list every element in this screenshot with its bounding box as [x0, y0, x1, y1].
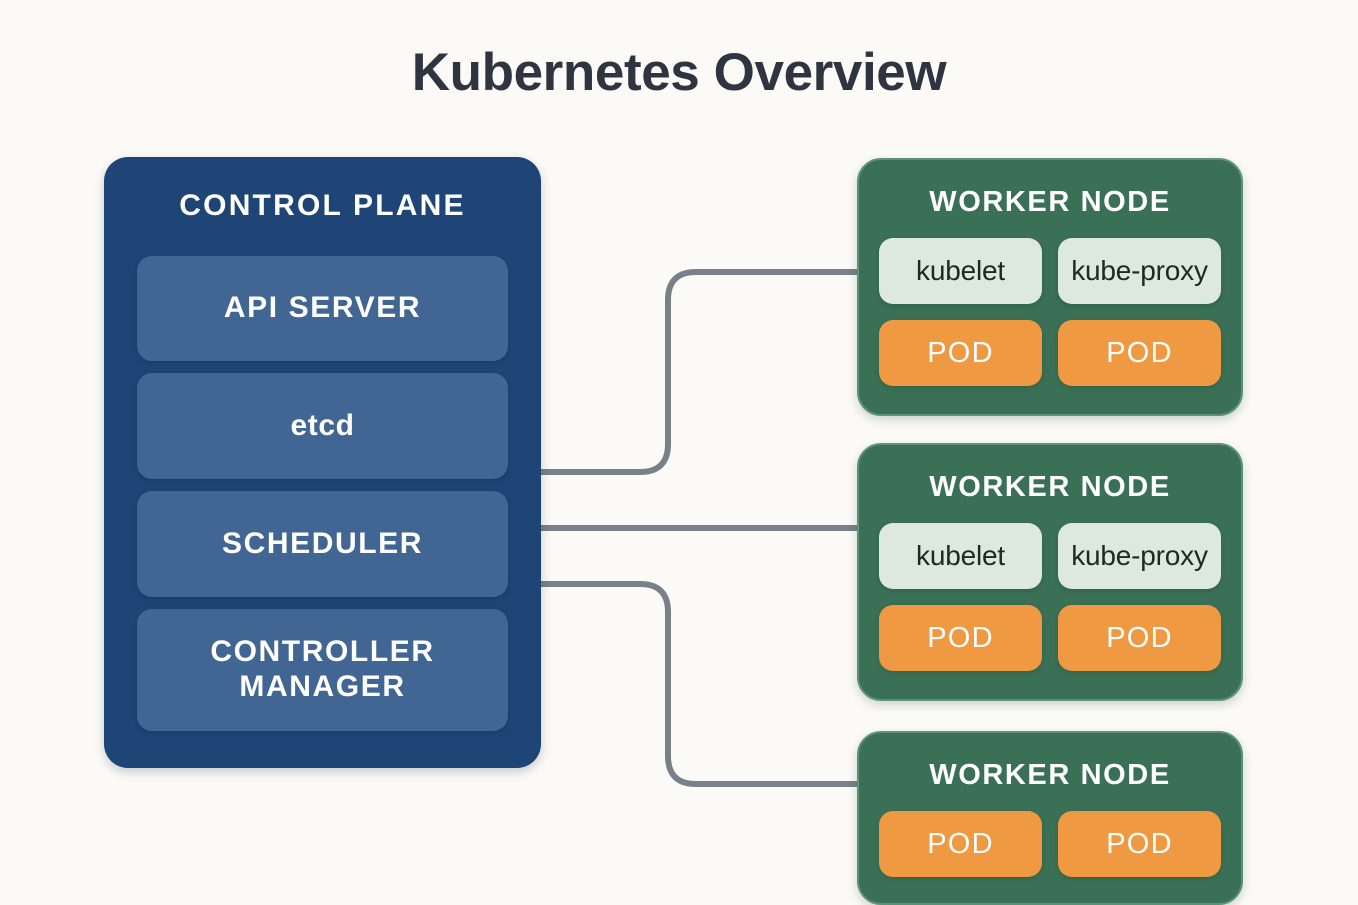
worker-node-pod[interactable]: POD	[879, 811, 1042, 877]
control-plane-item-api-server[interactable]: API SERVER	[137, 256, 508, 361]
worker-node-container[interactable]: WORKER NODE kubelet kube-proxy POD POD	[857, 158, 1243, 416]
worker-node-container[interactable]: WORKER NODE POD POD	[857, 731, 1243, 905]
worker-node-component-kube-proxy[interactable]: kube-proxy	[1058, 523, 1221, 589]
worker-node-component-kubelet[interactable]: kubelet	[879, 523, 1042, 589]
worker-node-pods-row: POD POD	[879, 605, 1221, 671]
connector-to-worker-node-0	[538, 269, 860, 475]
worker-node-pods-row: POD POD	[879, 811, 1221, 877]
worker-node-title: WORKER NODE	[929, 471, 1171, 503]
worker-node-pod[interactable]: POD	[1058, 811, 1221, 877]
pod-label: POD	[1106, 827, 1173, 860]
worker-node-component-kubelet[interactable]: kubelet	[879, 238, 1042, 304]
worker-node-pod[interactable]: POD	[1058, 605, 1221, 671]
control-plane-item-label: SCHEDULER	[221, 526, 424, 560]
pod-label: POD	[927, 621, 994, 654]
control-plane-item-controller-manager[interactable]: CONTROLLER MANAGER	[137, 609, 508, 731]
worker-node-title: WORKER NODE	[929, 186, 1171, 218]
pod-label: POD	[1106, 621, 1173, 654]
worker-node-components-row: kubelet kube-proxy	[879, 238, 1221, 304]
component-label: kube-proxy	[1071, 255, 1208, 286]
control-plane-item-label: API SERVER	[223, 291, 422, 325]
pod-label: POD	[1106, 336, 1173, 369]
pod-label: POD	[927, 336, 994, 369]
connector-to-worker-node-2	[538, 581, 860, 787]
worker-node-container[interactable]: WORKER NODE kubelet kube-proxy POD POD	[857, 443, 1243, 701]
control-plane-item-etcd[interactable]: etcd	[137, 373, 508, 479]
component-label: kubelet	[916, 540, 1005, 571]
worker-node-component-kube-proxy[interactable]: kube-proxy	[1058, 238, 1221, 304]
control-plane-item-label: etcd	[290, 408, 355, 442]
component-label: kubelet	[916, 255, 1005, 286]
control-plane-title: CONTROL PLANE	[179, 189, 466, 222]
worker-node-components-row: kubelet kube-proxy	[879, 523, 1221, 589]
worker-node-pod[interactable]: POD	[879, 605, 1042, 671]
worker-node-pods-row: POD POD	[879, 320, 1221, 386]
component-label: kube-proxy	[1071, 540, 1208, 571]
page-title: Kubernetes Overview	[411, 43, 947, 102]
control-plane-item-scheduler[interactable]: SCHEDULER	[137, 491, 508, 597]
worker-node-pod[interactable]: POD	[879, 320, 1042, 386]
worker-node-title: WORKER NODE	[929, 759, 1171, 791]
control-plane-item-label: CONTROLLER MANAGER	[210, 635, 435, 703]
pod-label: POD	[927, 827, 994, 860]
control-plane-container[interactable]: CONTROL PLANE API SERVER etcd SCHEDULER …	[104, 157, 541, 768]
worker-node-pod[interactable]: POD	[1058, 320, 1221, 386]
